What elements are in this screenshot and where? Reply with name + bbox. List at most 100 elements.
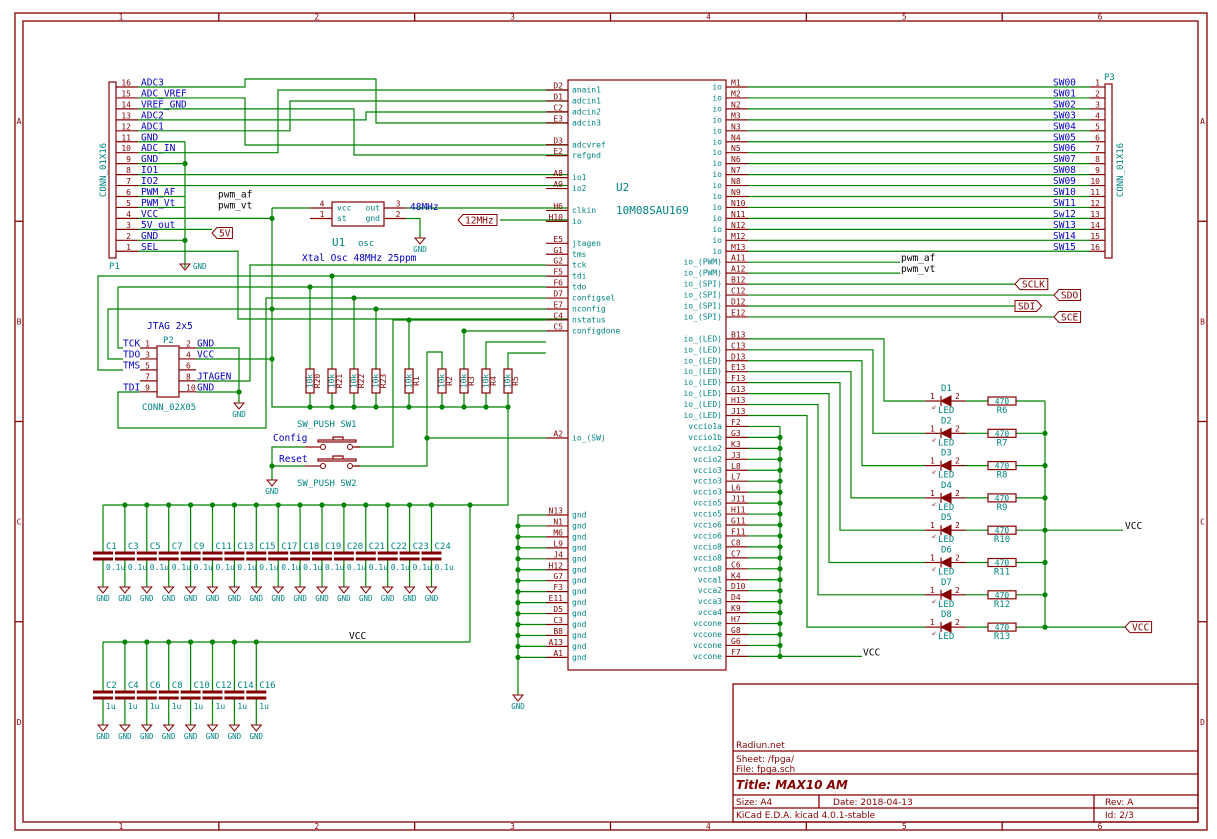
pin-name: io [712,93,722,102]
pin-number: 9 [1095,166,1100,175]
pin-name: io [712,214,722,223]
gnd-label: GND [271,594,285,603]
decoupling-capacitors: C10.1uGNDC30.1uGNDC50.1uGNDC70.1uGNDC90.… [93,542,454,741]
pin-number: N8 [731,177,741,186]
connector-p3[interactable]: P3CONN_01X161SW002SW013SW024SW035SW046SW… [1053,73,1126,259]
switch-actuator [317,439,357,443]
pin-number: D4 [731,593,741,602]
gnd-symbol: GND [425,586,439,603]
pin-number: C4 [553,311,563,320]
led-value: LED [938,438,954,448]
connector-value: CONN_02X05 [142,403,196,413]
net-label: VREF_GND [141,99,187,110]
pin-name: io2 [572,184,587,193]
pin-number: G13 [731,385,746,394]
pin-number: 11 [1090,188,1100,197]
pin-number: E3 [553,114,563,123]
cap-ref: C18 [303,542,319,552]
pin-number: N3 [731,122,741,131]
resistor-value: 470 [995,526,1010,535]
gnd-symbol: GND [184,586,198,603]
switch-actuator [317,458,357,462]
gnd-symbol: GND [118,586,132,603]
cap-value: 0.1u [281,563,300,572]
switch-contact [347,444,353,450]
ground-icon [96,724,110,732]
resistor-value: 470 [995,429,1010,438]
ground-icon [140,724,153,732]
pin-name: gnd [572,511,587,520]
cap-ref: C22 [391,542,407,552]
sheet-id: Id: 2/3 [1105,811,1134,821]
net-label: SW09 [1053,176,1076,187]
cap-value: 1u [128,702,138,711]
global-label-12mhz: 12MHz [457,214,498,227]
pin-number: 14 [121,100,131,109]
pin-name: io_(SPI) [683,302,722,311]
net-vcc: VCC [1125,521,1142,532]
wire [196,264,546,382]
gnd-label: GND [162,732,176,741]
pin-number: 5 [126,199,131,208]
pin-name: tms [572,250,587,259]
pin-name: io_(LED) [683,389,722,398]
cap-value: 1u [216,702,226,711]
pin-number: 4 [186,350,191,359]
cap-ref: C24 [435,542,451,552]
pin-number: A13 [549,638,564,647]
light-emit-icon: ⇙ [932,467,937,476]
pin-number: C13 [731,341,746,350]
pin-number: N6 [731,155,741,164]
pin-number: 14 [1090,221,1100,230]
gnd-label: GND [265,487,279,496]
pin-number: K4 [731,571,741,580]
wire [107,308,546,360]
light-emit-icon: ⇙ [932,499,937,508]
wire [485,341,546,369]
jtag-signal-label: GND [197,339,214,350]
column-marker: 4 [706,822,711,831]
wire [507,352,546,369]
pin-number: 2 [955,392,960,401]
wire [185,78,568,124]
ground-icon [118,586,131,594]
pin-number: 2 [955,424,960,433]
pin-number: L8 [731,462,741,471]
gnd-symbol: GND [96,586,110,603]
gnd-symbol: GND [140,724,154,741]
junction-dot [209,639,216,645]
resistor-ref: R5 [511,376,520,386]
pin-number: F11 [731,527,746,536]
global-label-shape [211,227,233,239]
connector-body [1104,83,1113,259]
resistor-ref: R20 [313,374,322,389]
resistor-value: 10k [438,374,447,389]
pin-number: B8 [553,627,563,636]
gnd-label: GND [184,732,198,741]
cap-ref: C15 [259,542,275,552]
resistor-ref: R6 [997,406,1008,416]
gnd-label: GND [118,732,132,741]
pin-number: H11 [731,506,746,515]
switch-button [332,455,344,459]
resistor-body [987,622,1017,632]
title-block-border [732,683,1199,823]
net-label: SW10 [1053,187,1076,198]
global-label-text: VCC [1132,623,1149,634]
wire [196,347,240,403]
led-icon [939,395,952,407]
